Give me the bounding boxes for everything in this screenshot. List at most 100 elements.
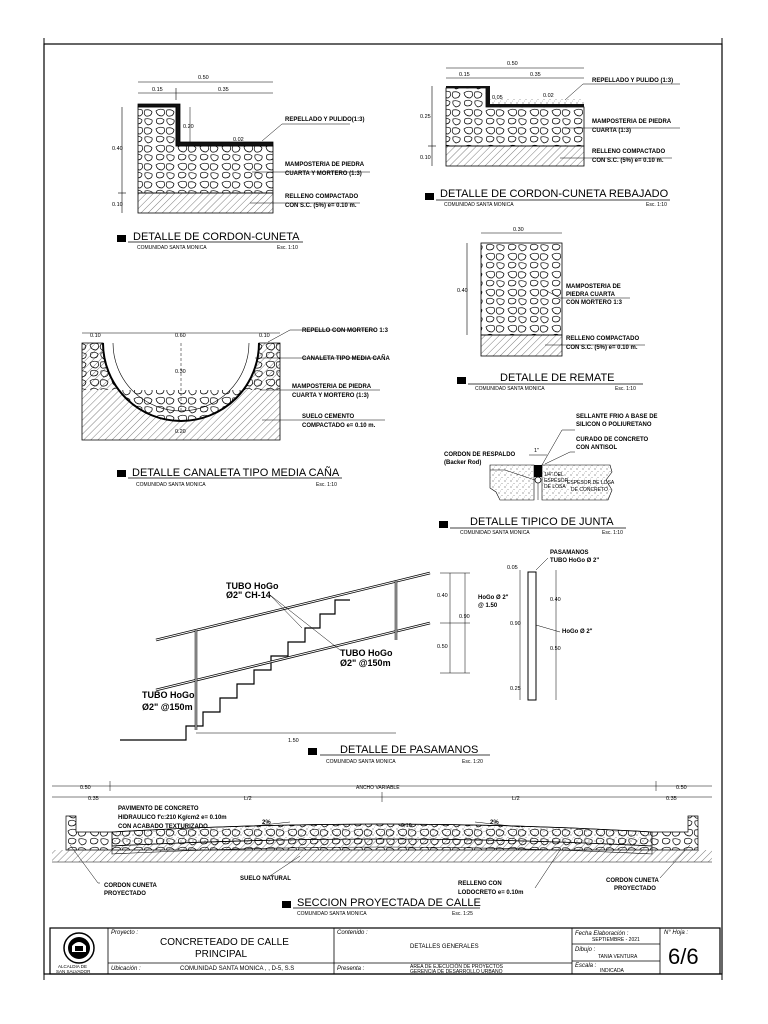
scale-canaleta: Esc. 1:10 — [316, 482, 337, 488]
label-junta-2: CURADO DE CONCRETO — [576, 437, 649, 443]
label-junta-5: (Backer Rod) — [444, 460, 481, 466]
detail-junta: 1" SELLANTE FRIO A BASE DE SILICON O POL… — [439, 414, 658, 536]
dim-pas-s2: 0.40 — [550, 597, 561, 603]
escala-label: Escala : — [575, 963, 597, 969]
title-marker — [117, 470, 126, 477]
label-sec-8: CORDON CUNETA — [606, 878, 660, 884]
title-pasamanos: DETALLE DE PASAMANOS — [340, 744, 478, 756]
dim-cordon-w1: 0.15 — [152, 87, 163, 93]
label-junta-1: SILICON O POLIURETANO — [576, 422, 652, 428]
label-sec-7: LODOCRETO e= 0.10m — [458, 890, 523, 896]
dim-cordon-w: 0.50 — [198, 75, 209, 81]
slope-right: 2% — [490, 820, 499, 826]
detail-seccion-calle: 0.50 ANCHO VARIABLE 0.50 0.35 L/2 L/2 0.… — [52, 781, 712, 917]
label-sec-6: RELLENO CON — [458, 881, 502, 887]
label-junta-0: SELLANTE FRIO A BASE DE — [576, 414, 658, 420]
dim-cordon-h1: 0.10 — [112, 202, 123, 208]
subtitle-canaleta: COMUNIDAD SANTA MONICA — [136, 482, 206, 488]
label-cordon-2: CUARTA Y MORTERO (1:3) — [285, 171, 362, 177]
dim-sec-e: 0.35 — [666, 796, 677, 802]
label-cordon-4: CON S.C. (5%) e= 0.10 m. — [285, 203, 357, 209]
detail-remate: 0.30 0.40 MAMPOSTERIA DE PIEDRA CUARTA C… — [457, 227, 645, 392]
label-pas-9: @ 1.50 — [478, 603, 498, 609]
dim-cordon-s: 0.02 — [233, 137, 244, 143]
subtitle-junta: COMUNIDAD SANTA MONICA — [460, 530, 530, 536]
subtitle-cordon: COMUNIDAD SANTA MONICA — [137, 245, 207, 251]
label-rebajado-0: REPELLADO Y PULIDO (1:3) — [592, 78, 673, 84]
logo-text-0: ALCALDIA DE — [58, 964, 87, 969]
label-canaleta-0: REPELLO CON MORTERO 1:3 — [302, 328, 389, 334]
detail-cordon-rebajado: 0.50 0.15 0.35 0.25 0.10 0.05 0.02 REPEL… — [420, 61, 680, 208]
label-sec-0: PAVIMENTO DE CONCRETO — [118, 806, 199, 812]
dim-rebajado-s: 0.02 — [543, 93, 554, 99]
dim-pas-a: 0.40 — [437, 593, 448, 599]
dim-cordon-h: 0.40 — [112, 146, 123, 152]
dim-pas-s3: 0.90 — [510, 621, 521, 627]
title-marker — [425, 193, 434, 200]
subtitle-rebajado: COMUNIDAD SANTA MONICA — [444, 202, 514, 208]
dibujo-value: TANIA VENTURA — [598, 954, 638, 960]
title-marker — [439, 521, 448, 528]
scale-junta: Esc. 1:10 — [602, 530, 623, 536]
dim-sec-half: L/2 — [244, 796, 252, 802]
hoja-label: N° Hoja : — [664, 930, 688, 936]
label-sec-3: CORDON CUNETA — [104, 883, 158, 889]
label-rebajado-1: MAMPOSTERIA DE PIEDRA — [592, 119, 672, 125]
title-marker — [308, 748, 317, 755]
label-sec-2: CON ACABADO TEXTURIZADO — [118, 824, 208, 830]
label-canaleta-2: MAMPOSTERIA DE PIEDRA — [292, 384, 372, 390]
scale-cordon: Esc. 1:10 — [277, 245, 298, 251]
logo-text-1: SAN SALVADOR — [56, 969, 91, 974]
label-canaleta-4: SUELO CEMENTO — [302, 414, 355, 420]
hoja-value: 6/6 — [668, 944, 699, 969]
label-remate-1: PIEDRA CUARTA — [566, 292, 616, 298]
label-pas-1: Ø2" CH-14 — [226, 590, 271, 600]
dim-rebajado-h1: 0.10 — [420, 155, 431, 161]
title-seccion: SECCION PROYECTADA DE CALLE — [297, 897, 481, 909]
dim-junta-w: 1" — [534, 448, 539, 454]
escala-value: INDICADA — [600, 968, 625, 974]
dim-remate-w: 0.30 — [513, 227, 524, 233]
title-junta: DETALLE TIPICO DE JUNTA — [470, 516, 614, 528]
proyecto-label: Proyecto : — [111, 930, 138, 936]
presenta-line-2: GERENCIA DE DESARROLLO URBANO — [410, 969, 503, 975]
dim-canaleta-c: 0.10 — [259, 333, 270, 339]
dim-canaleta-b: 0.60 — [175, 333, 186, 339]
fecha-label: Fecha Elaboración : — [575, 931, 629, 937]
scale-rebajado: Esc. 1:10 — [646, 202, 667, 208]
label-pas-0: TUBO HoGo — [226, 581, 279, 591]
dim-pas-s1: 0.05 — [507, 565, 518, 571]
dim-sec-a: 0.50 — [80, 785, 91, 791]
dim-remate-h: 0.40 — [457, 288, 468, 294]
presenta-label: Presenta : — [337, 966, 365, 972]
subtitle-pasamanos: COMUNIDAD SANTA MONICA — [326, 759, 396, 765]
dim-rebajado-w2: 0.35 — [530, 72, 541, 78]
label-remate-0: MAMPOSTERIA DE — [566, 284, 621, 290]
label-junta-8: 1/4" DEL — [544, 472, 564, 478]
dim-sec-t: 0.10 — [401, 823, 412, 829]
label-sec-4: PROYECTADO — [104, 891, 146, 897]
scale-seccion: Esc. 1:25 — [452, 911, 473, 917]
label-pas-3: Ø2" @150m — [340, 658, 391, 668]
label-cordon-0: REPELLADO Y PULIDO(1:3) — [285, 117, 364, 123]
label-junta-10: DE LOSA — [544, 484, 566, 490]
label-pas-8: HoGo Ø 2" — [478, 595, 509, 601]
label-junta-7: DE CONCRETO — [571, 487, 608, 493]
label-remate-2: CON MORTERO 1:3 — [566, 300, 623, 306]
contenido-label: Contenido : — [337, 930, 368, 936]
ubicacion-value: COMUNIDAD SANTA MONICA , , D-5, S.S — [180, 966, 294, 972]
label-sec-9: PROYECTADO — [614, 886, 656, 892]
dim-pas-len: 1.50 — [288, 738, 299, 744]
title-marker — [282, 901, 291, 908]
label-junta-3: CON ANTISOL — [576, 445, 617, 451]
detail-cordon-cuneta: 0.50 0.15 0.35 0.40 0.10 0.20 0.02 REPEL… — [112, 75, 370, 251]
dim-sec-half2: L/2 — [512, 796, 520, 802]
subtitle-remate: COMUNIDAD SANTA MONICA — [475, 386, 545, 392]
presenta-line-1: AREA DE EJECUCIÓN DE PROYECTOS — [410, 963, 504, 970]
title-canaleta: DETALLE CANALETA TIPO MEDIA CAÑA — [132, 466, 340, 479]
detail-canaleta: 0.10 0.60 0.10 0.30 0.20 REPELLO CON MOR… — [81, 328, 390, 488]
dim-rebajado-w: 0.50 — [507, 61, 518, 67]
title-marker — [457, 377, 466, 384]
label-pas-2: TUBO HoGo — [340, 648, 393, 658]
